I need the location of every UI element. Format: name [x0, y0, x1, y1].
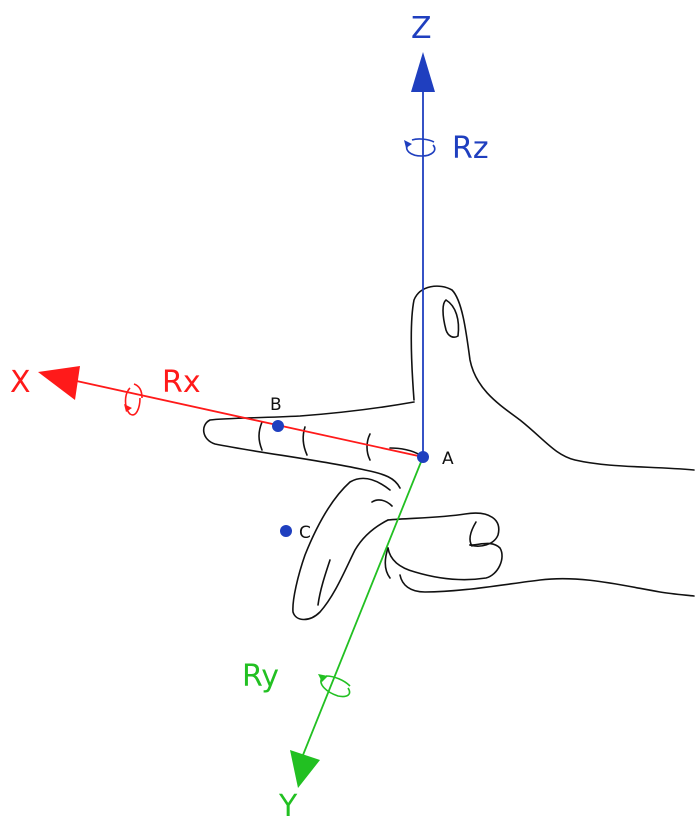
point-b-label: B — [270, 395, 282, 415]
x-axis-line — [71, 379, 424, 458]
point-a-label: A — [442, 449, 454, 469]
y-axis-label: Y — [278, 789, 298, 824]
rz-label: Rz — [452, 131, 489, 166]
y-axis — [290, 456, 424, 788]
rx-rotation-icon — [124, 383, 143, 416]
z-axis-arrowhead — [411, 52, 435, 92]
x-axis-arrowhead — [38, 366, 80, 400]
rx-label: Rx — [162, 365, 201, 400]
point-c-label: C — [299, 523, 311, 543]
point-a — [417, 451, 429, 463]
ry-rotation-icon — [318, 674, 351, 698]
rz-rotation-icon — [404, 138, 436, 157]
y-axis-arrowhead — [290, 750, 320, 788]
y-axis-line — [302, 456, 424, 756]
ry-label: Ry — [242, 659, 279, 694]
hand-outline-icon — [202, 285, 695, 621]
point-c — [280, 525, 292, 537]
x-axis — [38, 366, 424, 458]
point-b — [272, 420, 284, 432]
z-axis-label: Z — [411, 11, 432, 46]
z-axis — [411, 52, 435, 457]
x-axis-label: X — [10, 365, 31, 400]
